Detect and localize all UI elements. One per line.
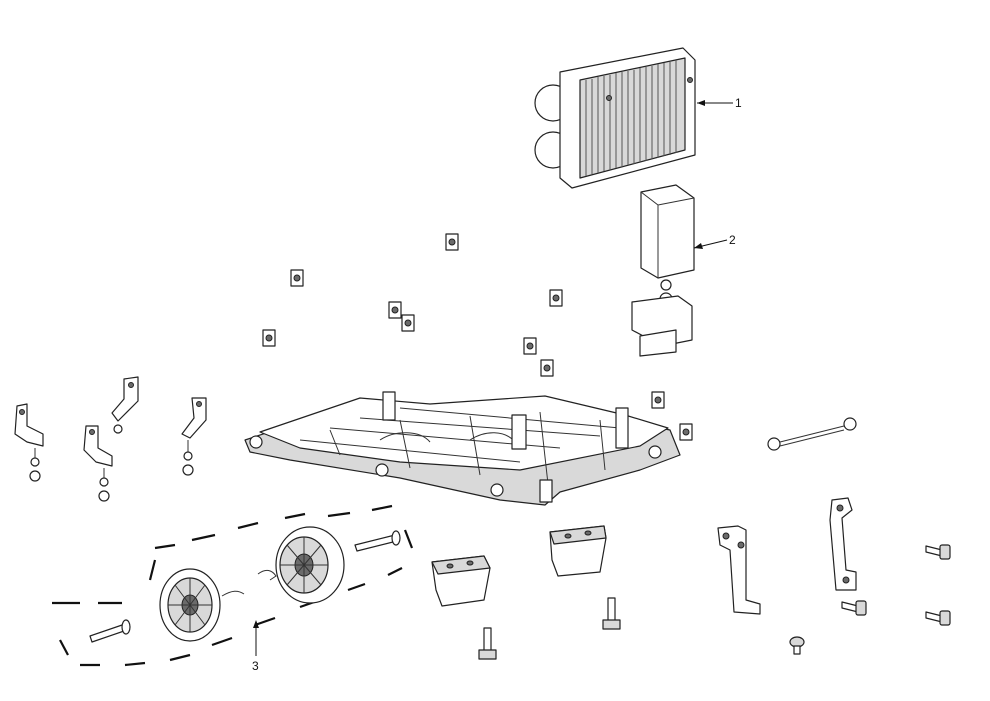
bolt-right-mid bbox=[841, 600, 867, 616]
part-1-battery-pack bbox=[534, 47, 696, 189]
screw-small bbox=[789, 636, 805, 655]
part-3-wheel-kit bbox=[52, 504, 414, 667]
left-brackets bbox=[14, 376, 207, 502]
callout-3: 3 bbox=[252, 620, 259, 673]
rubber-foot-right bbox=[549, 525, 607, 577]
axle-pin-right bbox=[354, 530, 401, 552]
rubber-foot-left bbox=[431, 555, 491, 607]
cotter-pins bbox=[221, 569, 277, 597]
callout-label-3: 3 bbox=[252, 659, 259, 673]
bolt-right-bottom bbox=[925, 610, 951, 626]
wheel-right bbox=[275, 526, 345, 604]
callout-1: 1 bbox=[697, 96, 742, 110]
callout-label-1: 1 bbox=[735, 96, 742, 110]
cage-nuts bbox=[262, 233, 693, 441]
bolt-right-top bbox=[925, 544, 951, 560]
part-2-control-box bbox=[631, 184, 695, 357]
bolt-center bbox=[602, 597, 621, 630]
callout-2: 2 bbox=[693, 233, 736, 249]
handle-bracket-left bbox=[717, 525, 761, 615]
handle-bracket-right bbox=[829, 497, 857, 591]
axle-pin-left bbox=[89, 619, 131, 643]
frame-base-tray bbox=[244, 391, 681, 506]
bolt-bottom bbox=[478, 627, 497, 660]
callout-label-2: 2 bbox=[729, 233, 736, 247]
wheel-left bbox=[159, 568, 221, 642]
tie-rod bbox=[767, 417, 857, 451]
